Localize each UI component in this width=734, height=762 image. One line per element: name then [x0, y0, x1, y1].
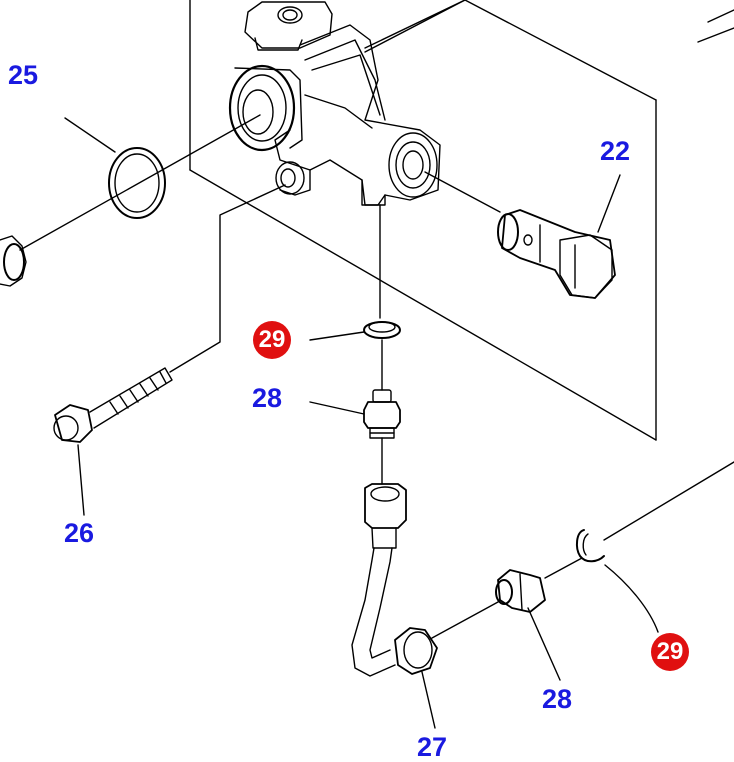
leader-28-bottom: [527, 607, 561, 681]
part-28-top-connector: [363, 389, 401, 439]
centerline-27: [431, 601, 499, 639]
left-fitting-partial: [0, 235, 27, 287]
corner-marks: [697, 9, 734, 43]
centerline-25: [19, 114, 261, 251]
centerline-29-bottom: [603, 461, 734, 541]
callout-26: 26: [64, 518, 95, 548]
leader-28-top: [309, 401, 365, 415]
callout-28-top: 28: [252, 383, 283, 413]
centerline-26: [169, 184, 286, 373]
leader-27: [421, 671, 436, 729]
callout-29-top-badge: 29: [253, 321, 291, 359]
pump-housing: [228, 1, 441, 206]
part-26-bolt: [53, 367, 173, 443]
part-22-banjo-bolt: [497, 209, 616, 299]
leader-22: [597, 174, 621, 233]
centerline-28-bottom: [544, 557, 583, 579]
mounting-plate-outline: [189, 0, 657, 441]
leader-29-bottom: [604, 564, 659, 633]
part-29-top-o-ring: [363, 321, 401, 339]
callout-22: 22: [600, 136, 631, 166]
leader-26: [77, 444, 85, 516]
callout-25: 25: [8, 60, 39, 90]
part-25-ring-seal: [108, 147, 166, 219]
centerline-22: [424, 171, 501, 213]
part-29-bottom-o-ring: [575, 529, 605, 563]
part-28-bottom-connector: [495, 569, 546, 613]
leader-29-top: [309, 331, 365, 341]
leader-plate: [364, 0, 466, 49]
part-27-pipe: [351, 483, 438, 677]
callout-29-bottom-badge: 29: [651, 633, 689, 671]
leader-25: [64, 117, 116, 153]
callout-27: 27: [417, 732, 448, 762]
callout-28-bottom: 28: [542, 684, 573, 714]
